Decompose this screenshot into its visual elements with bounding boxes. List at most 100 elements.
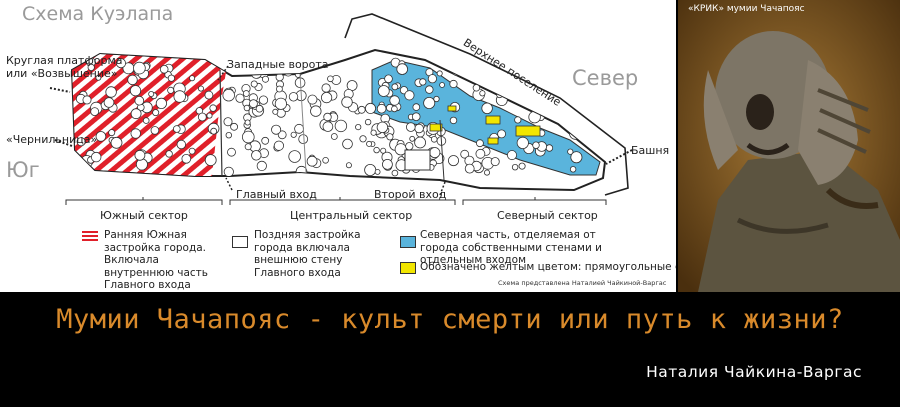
building-circle [230,122,239,131]
building-circle [380,147,387,154]
building-circle [534,68,543,77]
building-circle [381,158,393,170]
upper-settlement-wall [344,13,629,196]
building-circle [409,135,416,142]
building-circle [528,110,541,124]
building-circle [110,136,123,149]
building-circle [439,82,446,88]
building-circle [173,90,186,103]
building-circle [430,136,438,143]
building-circle [235,93,245,103]
sector-north-label: Северный сектор [497,209,598,222]
legend-swatch-white [232,236,248,248]
building-circle [342,138,353,150]
building-circle [483,169,490,176]
building-circle [134,149,146,161]
building-circle [204,154,217,167]
building-circle [405,122,416,132]
building-circle [322,157,329,164]
building-circle [464,163,475,174]
building-circle [560,82,567,90]
building-circle [108,129,116,137]
building-circle [357,105,366,114]
building-circle [95,131,107,142]
building-circle [364,102,376,114]
building-circle [345,162,352,169]
building-circle [189,75,196,82]
building-circle [176,139,187,150]
building-circle [227,147,236,157]
building-circle [411,112,421,121]
label-second-entrance: Второй вход [374,188,447,201]
building-circle [222,88,235,102]
building-circle [142,117,150,124]
building-circle [290,131,297,138]
building-circle [341,96,353,108]
building-circle [130,128,141,139]
building-circle [159,65,169,74]
building-circle [389,95,400,106]
building-circle [475,148,486,159]
building-circle [90,151,102,163]
building-circle [569,166,577,173]
building-circle [148,91,155,98]
building-circle [322,121,334,132]
building-circle [298,134,309,145]
building-circle [493,76,505,89]
building-circle [167,74,175,82]
building-circle [514,116,522,124]
building-circle [479,90,486,97]
building-circle [206,112,213,119]
building-circle [377,85,390,97]
building-circle [244,143,252,151]
building-circle [376,103,387,114]
building-circle [273,140,284,151]
building-circle [130,108,142,120]
building-circle [449,79,458,89]
building-circle [134,95,145,106]
building-circle [307,94,318,105]
building-circle [155,97,167,110]
building-circle [396,63,409,75]
building-circle [346,80,358,91]
building-circle [275,85,283,93]
building-circle [497,129,507,139]
label-main-entrance: Главный вход [236,188,317,201]
building-circle [103,97,115,108]
building-circle [384,74,393,84]
legend-yellow-text: Обозначено желтым цветом: прямоугольные … [420,261,676,273]
rectangular-building [487,137,499,145]
building-circle [256,160,267,171]
building-circle [364,163,377,176]
building-circle [294,123,305,134]
building-circle [288,92,299,102]
building-circle [242,90,250,97]
title-banner [0,293,900,407]
building-circle [197,112,207,122]
sector-south-label: Южный сектор [100,209,188,222]
building-circle [173,125,181,133]
building-circle [288,150,302,163]
building-circle [167,86,175,94]
building-circle [306,155,318,167]
building-circle [472,74,483,85]
building-circle [310,105,322,117]
building-circle [95,74,102,81]
building-circle [197,85,204,92]
site-plan-drawing [49,13,633,205]
building-circle [374,168,381,175]
label-west-gate: Западные ворота [227,58,329,71]
building-circle [364,118,372,126]
legend-swatch-blue [400,236,416,248]
page-title: Мумии Чачапояс - культ смерти или путь к… [56,304,844,335]
building-circle [414,123,424,134]
building-circle [580,97,591,109]
building-circle [320,92,333,104]
building-circle [481,102,493,115]
rectangular-building [515,125,541,137]
building-circle [518,162,526,170]
building-circle [261,136,270,145]
building-circle [561,107,568,114]
building-circle [391,105,398,113]
